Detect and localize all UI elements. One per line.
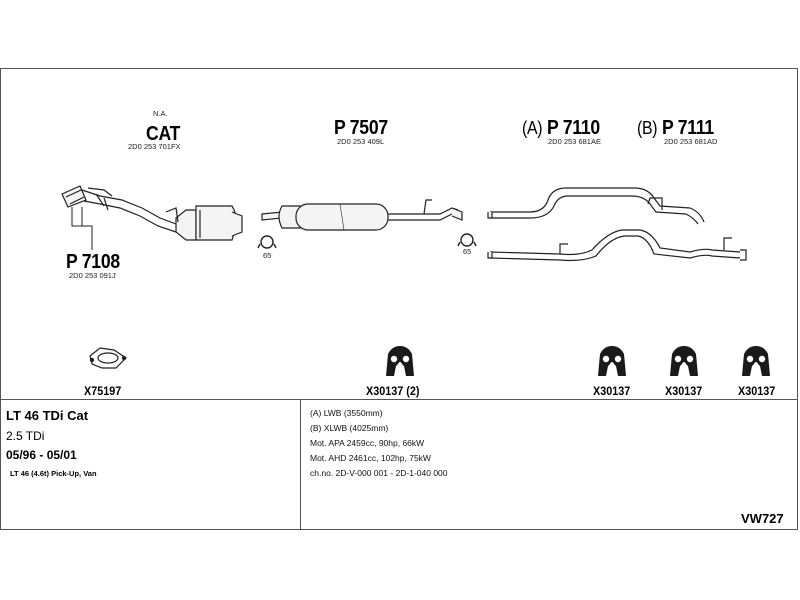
catalytic-converter[interactable]: [165, 205, 243, 241]
mount-a-label: X30137: [593, 384, 631, 398]
info-column-divider: [300, 400, 301, 530]
clamp-left-icon[interactable]: [257, 235, 277, 249]
tail-pipe-p7110[interactable]: [487, 187, 705, 225]
mount-pair-label: X30137 (2): [366, 384, 420, 398]
vehicle-body: LT 46 (4.6t) Pick-Up, Van: [10, 469, 97, 478]
tail-pipe-p7111[interactable]: [487, 229, 747, 262]
mount-a-icon[interactable]: [598, 346, 626, 376]
gasket-label: X75197: [84, 384, 122, 398]
p7110-part-number: 2D0 253 681AE: [548, 137, 601, 146]
p7108-title: P 7108: [66, 251, 120, 273]
spec-line-4: Mot. AHD 2461cc, 102hp, 75kW: [310, 453, 431, 463]
vehicle-engine: 2.5 TDi: [6, 429, 45, 443]
clamp-left-label: 65: [263, 251, 272, 260]
p7507-part-number: 2D0 253 409L: [337, 137, 385, 146]
front-pipe-pointer: [71, 207, 93, 250]
p7507-title: P 7507: [334, 117, 388, 139]
cat-note: N.A.: [153, 109, 168, 118]
mount-c-icon[interactable]: [742, 346, 770, 376]
gasket-icon[interactable]: [89, 347, 127, 369]
middle-silencer-p7507[interactable]: [261, 199, 463, 231]
p7111-title: P 7111: [661, 117, 714, 139]
vehicle-years: 05/96 - 05/01: [6, 448, 77, 462]
mount-c-label: X30137: [738, 384, 776, 398]
p7110-title-group: (A) P 7110: [522, 118, 600, 138]
spec-line-5: ch.no. 2D-V-000 001 - 2D-1-040 000: [310, 468, 448, 478]
clamp-right-icon[interactable]: [457, 233, 477, 247]
spec-line-1: (A) LWB (3550mm): [310, 408, 383, 418]
mount-b-label: X30137: [665, 384, 703, 398]
cat-title: CAT: [146, 123, 181, 145]
diagram-frame: [0, 68, 798, 530]
mount-b-icon[interactable]: [670, 346, 698, 376]
mount-pair-icon[interactable]: [386, 346, 414, 376]
spec-line-3: Mot. APA 2459cc, 90hp, 66kW: [310, 438, 425, 448]
p7108-part-number: 2D0 253 091J: [69, 271, 116, 280]
p7110-title: P 7110: [546, 117, 600, 139]
p7111-prefix: (B): [637, 118, 658, 138]
diagram-code: VW727: [741, 511, 784, 526]
p7110-prefix: (A): [522, 118, 543, 138]
clamp-right-label: 65: [463, 247, 472, 256]
vehicle-model: LT 46 TDi Cat: [6, 408, 89, 423]
p7111-title-group: (B) P 7111: [637, 118, 714, 138]
p7111-part-number: 2D0 253 681AD: [664, 137, 718, 146]
info-divider: [0, 399, 798, 400]
spec-line-2: (B) XLWB (4025mm): [310, 423, 389, 433]
cat-part-number: 2D0 253 701FX: [128, 142, 181, 151]
front-pipe-p7108[interactable]: [61, 185, 177, 233]
